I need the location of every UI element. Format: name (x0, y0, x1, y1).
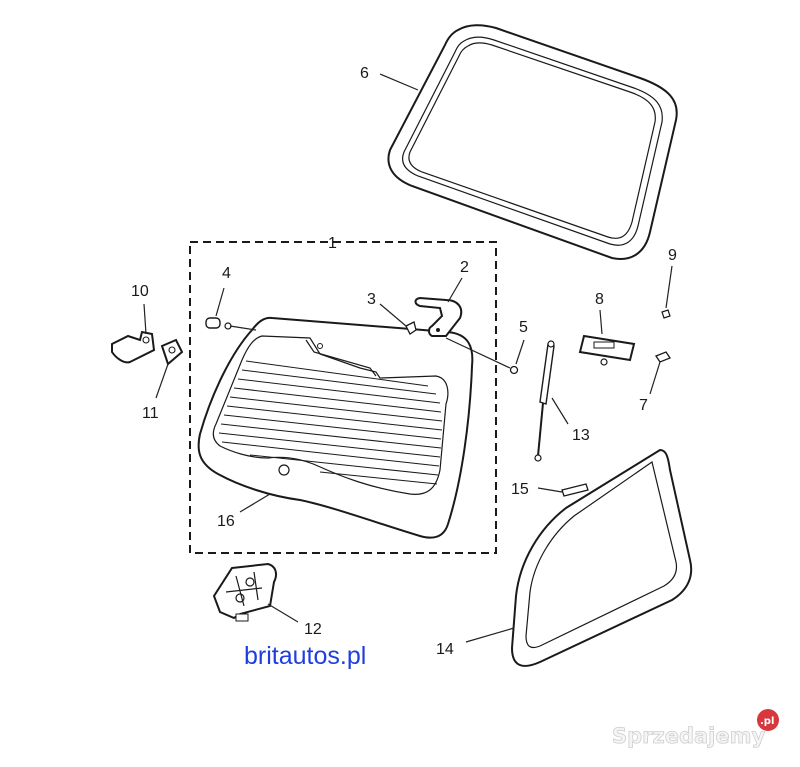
nut-part-5 (509, 365, 519, 375)
callout-9: 9 (668, 247, 677, 264)
clip-part-7 (655, 351, 671, 363)
watermark-badge (757, 709, 779, 731)
bracket-part-11 (160, 338, 184, 366)
watermark-logo: Sprzedajemy .pl (612, 709, 779, 748)
quarter-glass-part-14 (510, 448, 693, 667)
callout-2: 2 (460, 259, 469, 276)
latch-part-8 (578, 334, 636, 366)
callout-1: 1 (328, 235, 337, 252)
watermark-text: Sprzedajemy (612, 724, 766, 748)
hinge-part-2 (414, 296, 463, 337)
callout-12: 12 (304, 621, 322, 638)
bracket-part-10 (111, 330, 156, 364)
stud-part-4 (205, 317, 232, 330)
callout-15: 15 (511, 481, 529, 498)
callout-3: 3 (367, 291, 376, 308)
callout-6: 6 (360, 65, 369, 82)
lock-part-12 (212, 562, 277, 622)
leader-lines (143, 73, 673, 643)
callout-14: 14 (436, 641, 454, 658)
callout-8: 8 (595, 291, 604, 308)
site-label: britautos.pl (244, 642, 366, 670)
rear-glass-part-16 (197, 316, 474, 539)
tailgate-assembly-boundary (189, 241, 497, 554)
callout-13: 13 (572, 427, 590, 444)
bolt-part-3 (405, 321, 417, 335)
clip-part-9 (661, 309, 671, 319)
callout-5: 5 (519, 319, 528, 336)
callout-4: 4 (222, 265, 231, 282)
callout-10: 10 (131, 283, 149, 300)
callout-7: 7 (639, 397, 648, 414)
callout-11: 11 (142, 405, 159, 422)
callout-16: 16 (217, 513, 235, 530)
trim-part-15 (561, 483, 589, 497)
gas-strut-part-13 (534, 340, 555, 462)
windscreen-part-6 (387, 24, 678, 260)
watermark-badge-text: .pl (760, 716, 774, 727)
